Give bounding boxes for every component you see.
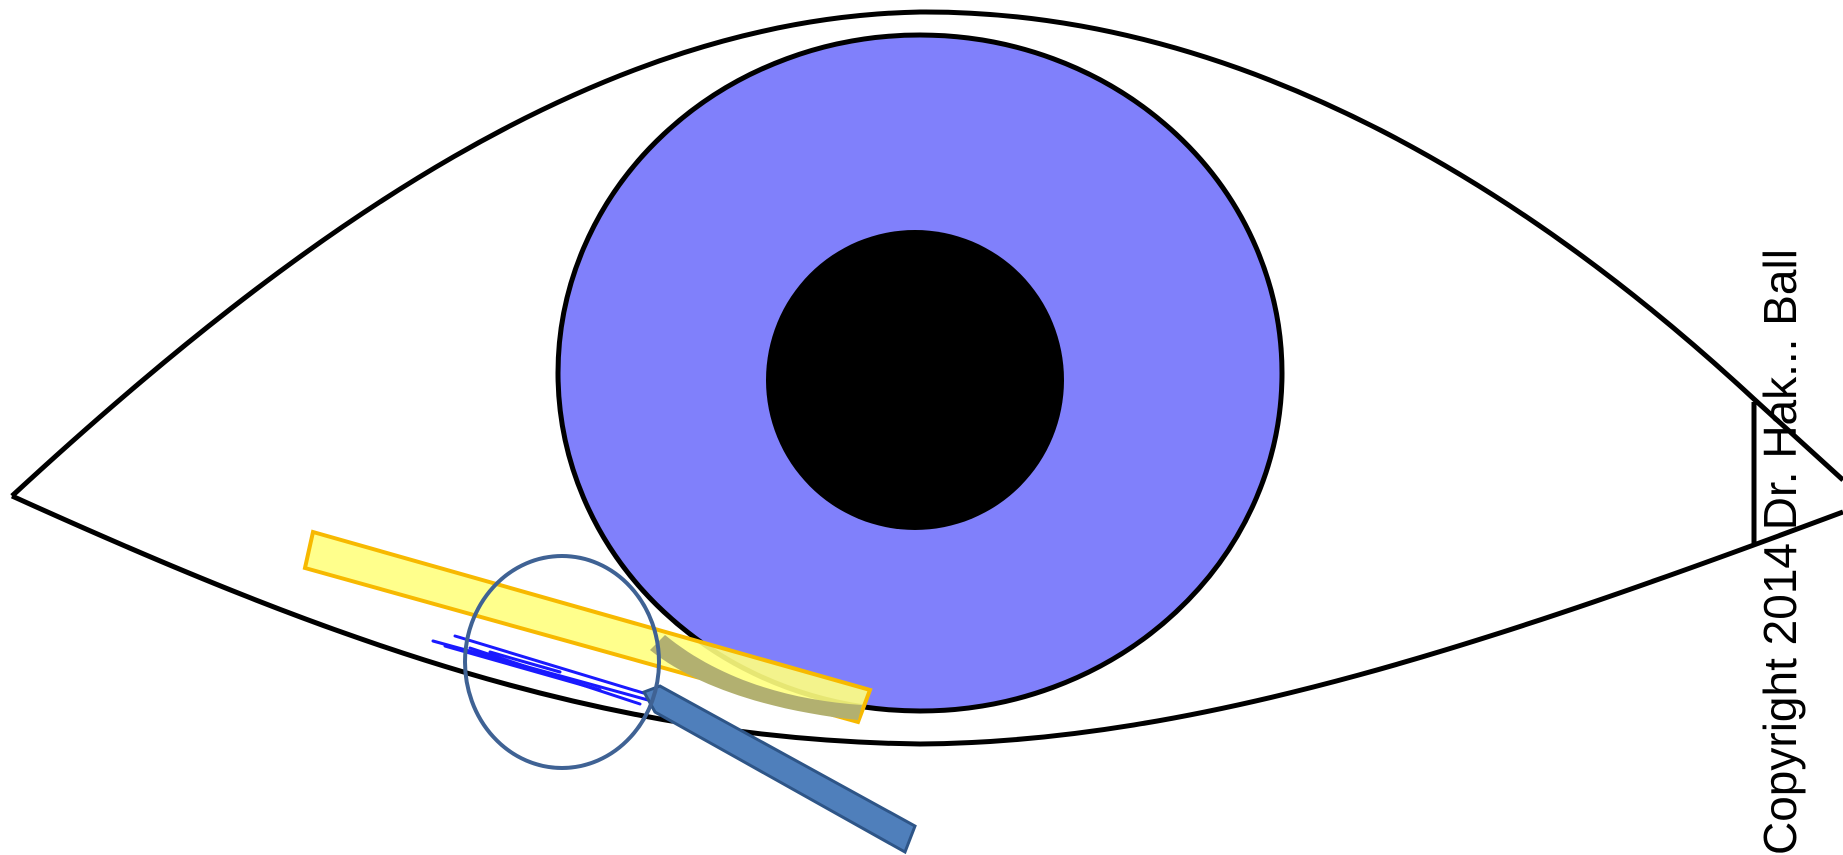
magnifier-handle xyxy=(644,686,915,852)
copyright-credit: Copyright 2014 Dr. Hak... Ball xyxy=(1757,255,1803,855)
pupil xyxy=(766,230,1064,530)
magnifier-ring xyxy=(465,556,659,768)
